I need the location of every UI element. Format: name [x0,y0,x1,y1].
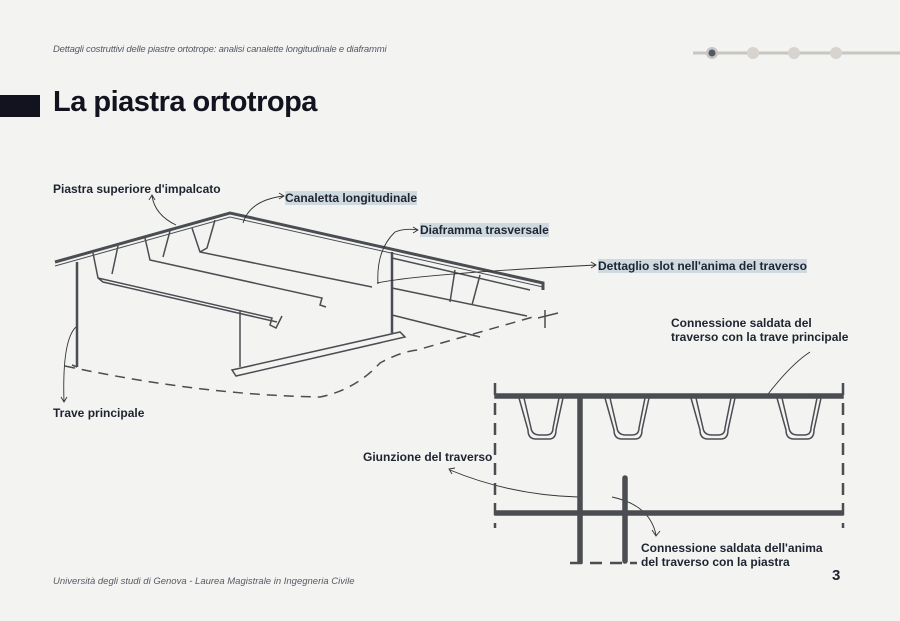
trough-3 [191,219,373,288]
deck-3d-drawing [54,211,559,398]
label-longitudinal-channel: Canaletta longitudinale [285,191,418,205]
label-line: Connessione saldata del [671,316,812,330]
label-transverse-diaphragm: Diaframma trasversale [420,223,549,237]
cross-section-drawing [493,383,845,565]
progress-dot [747,47,759,59]
bottom-flange [230,331,407,377]
trough-section-4 [776,397,822,440]
label-line: del traverso con la piastra [641,555,790,569]
trough-2 [144,230,327,308]
progress-indicator[interactable] [693,47,900,59]
progress-dot [788,47,800,59]
dashed-outline [64,316,534,398]
label-main-beam: Trave principale [53,406,145,420]
page-title: La piastra ortotropa [53,86,317,118]
trough-1 [92,245,283,330]
title-accent-bar [0,95,40,117]
leader-lines [60,192,811,537]
label-line: Connessione saldata dell'anima [641,541,823,555]
trough-section-3 [690,397,736,440]
progress-dot-active-core [708,49,716,57]
label-crossbeam-joint: Giunzione del traverso [363,450,493,464]
crossbeam-web-section [577,397,583,564]
label-line: traverso con la trave principale [671,330,849,344]
bottom-flange-section [494,510,844,516]
top-plate-underside [54,216,544,288]
footer-text: Università degli studi di Genova - Laure… [53,576,355,587]
page-number: 3 [832,567,841,584]
label-welded-web: Connessione saldata dell'anima del trave… [641,541,823,569]
label-top-plate: Piastra superiore d'impalcato [53,182,221,196]
slide-subtitle: Dettagli costruttivi delle piastre ortot… [53,44,387,55]
trough-right [391,257,531,338]
trough-section-2 [604,397,650,440]
label-welded-connection-main: Connessione saldata del traverso con la … [671,316,848,344]
label-slot-detail: Dettaglio slot nell'anima del traverso [598,259,807,273]
progress-dot [830,47,842,59]
stiffener-section [622,475,628,564]
trough-section-1 [518,397,564,440]
top-flange [494,393,844,399]
